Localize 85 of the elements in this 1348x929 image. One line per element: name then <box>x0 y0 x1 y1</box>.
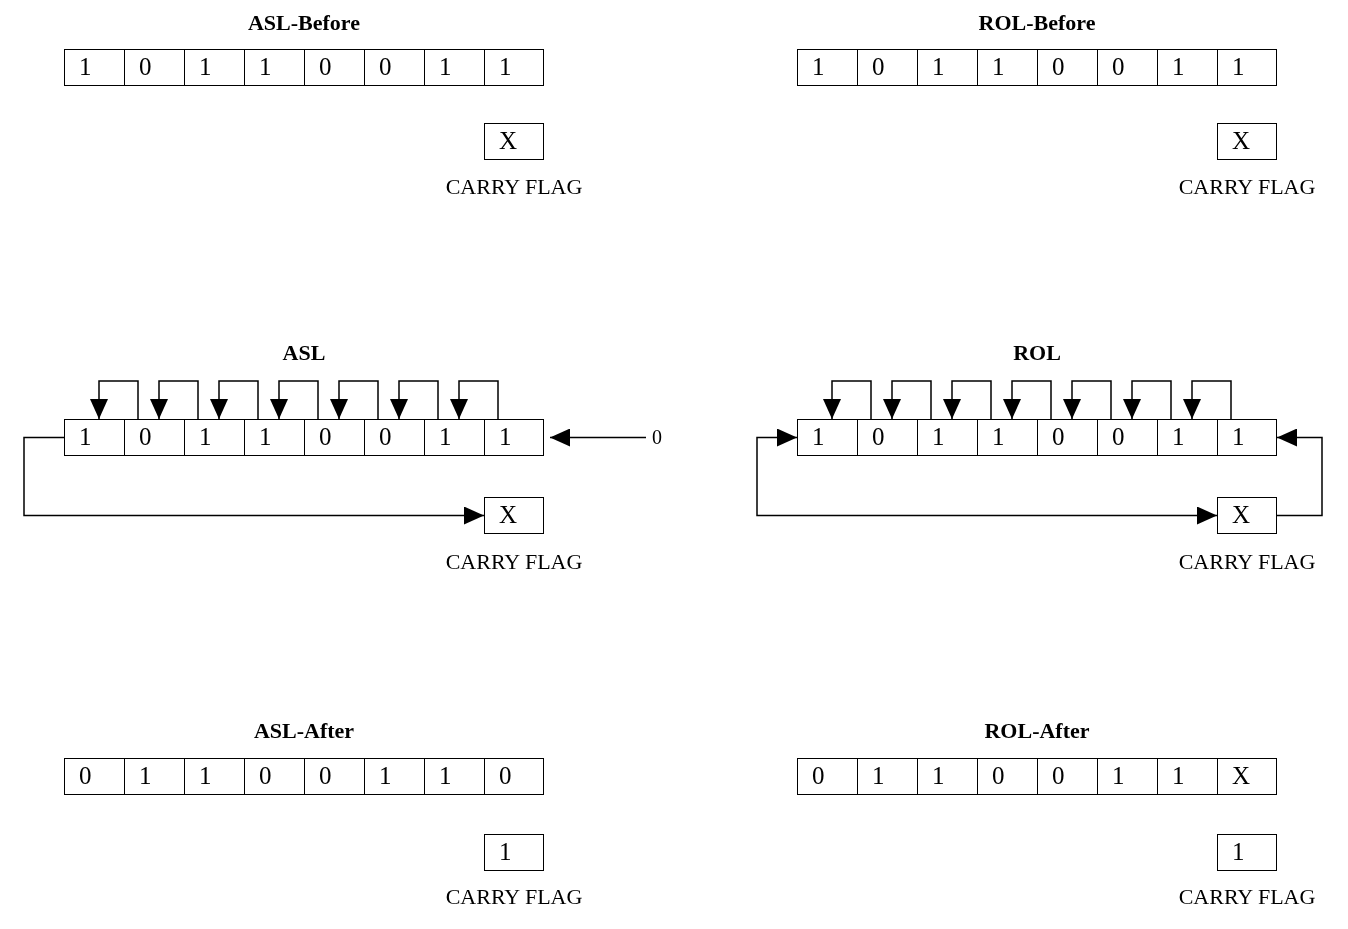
bit-cell: 1 <box>917 49 979 86</box>
bit-cell: 1 <box>424 758 486 795</box>
arrow <box>270 380 319 420</box>
bit-cell: 1 <box>484 49 544 86</box>
arrow <box>1003 380 1052 420</box>
bit-cell: 0 <box>364 49 426 86</box>
bit-cell: 0 <box>1097 419 1159 456</box>
bit-cell: 1 <box>1157 419 1219 456</box>
bit-cell: 0 <box>304 758 366 795</box>
carry-flag-box: X <box>484 123 544 160</box>
arrow <box>883 380 932 420</box>
flag-label: CARRY FLAG <box>445 174 583 200</box>
bit-cell: 1 <box>364 758 426 795</box>
bit-cell: X <box>1217 758 1277 795</box>
carry-flag-box: X <box>1217 497 1277 534</box>
flag-label: CARRY FLAG <box>1178 884 1316 910</box>
arrow <box>549 428 647 447</box>
bit-cell: 1 <box>424 49 486 86</box>
bit-cell: 1 <box>1157 49 1219 86</box>
bit-cell: 1 <box>1217 419 1277 456</box>
arrow <box>390 380 439 420</box>
arrow <box>1183 380 1232 420</box>
bit-cell: 0 <box>1037 419 1099 456</box>
input-value: 0 <box>652 426 662 449</box>
carry-flag-box: 1 <box>484 834 544 871</box>
arrow <box>823 380 872 420</box>
arrow <box>210 380 259 420</box>
bit-cell: 1 <box>64 419 126 456</box>
bit-cell: 0 <box>124 49 186 86</box>
arrow <box>330 380 379 420</box>
bit-cell: 1 <box>797 419 859 456</box>
bit-cell: 1 <box>1157 758 1219 795</box>
flag-label: CARRY FLAG <box>1178 549 1316 575</box>
flag-label: CARRY FLAG <box>445 549 583 575</box>
bit-cell: 0 <box>1037 49 1099 86</box>
bit-cell: 0 <box>124 419 186 456</box>
arrow <box>90 380 139 420</box>
arrow <box>23 436 485 525</box>
bit-cell: 0 <box>244 758 306 795</box>
flag-label: CARRY FLAG <box>445 884 583 910</box>
bit-cell: 1 <box>857 758 919 795</box>
bit-cell: 0 <box>797 758 859 795</box>
carry-flag-box: 1 <box>1217 834 1277 871</box>
bit-cell: 0 <box>364 419 426 456</box>
arrow <box>450 380 499 420</box>
bit-cell: 1 <box>244 419 306 456</box>
panel-heading: ASL <box>282 340 326 366</box>
bit-cell: 1 <box>184 419 246 456</box>
bit-cell: 1 <box>64 49 126 86</box>
bit-cell: 1 <box>1097 758 1159 795</box>
bit-cell: 0 <box>304 419 366 456</box>
panel-heading: ROL-After <box>984 718 1090 744</box>
bit-cell: 0 <box>304 49 366 86</box>
arrow <box>1276 428 1323 517</box>
bit-cell: 0 <box>1097 49 1159 86</box>
arrow <box>150 380 199 420</box>
flag-label: CARRY FLAG <box>1178 174 1316 200</box>
bit-cell: 1 <box>424 419 486 456</box>
bit-cell: 1 <box>797 49 859 86</box>
bit-cell: 0 <box>977 758 1039 795</box>
bit-cell: 1 <box>977 419 1039 456</box>
bit-cell: 0 <box>484 758 544 795</box>
bit-cell: 1 <box>484 419 544 456</box>
panel-heading: ROL <box>1013 340 1061 366</box>
bit-cell: 1 <box>184 49 246 86</box>
bit-cell: 0 <box>857 419 919 456</box>
arrow <box>1063 380 1112 420</box>
panel-heading: ASL-After <box>253 718 355 744</box>
bit-cell: 1 <box>124 758 186 795</box>
bit-cell: 1 <box>917 419 979 456</box>
carry-flag-box: X <box>484 497 544 534</box>
arrow <box>756 428 1218 525</box>
bit-cell: 0 <box>1037 758 1099 795</box>
panel-heading: ROL-Before <box>978 10 1096 36</box>
bit-cell: 1 <box>977 49 1039 86</box>
bit-cell: 0 <box>857 49 919 86</box>
bit-cell: 1 <box>917 758 979 795</box>
panel-heading: ASL-Before <box>248 10 360 36</box>
arrow <box>1123 380 1172 420</box>
bit-cell: 0 <box>64 758 126 795</box>
bit-cell: 1 <box>244 49 306 86</box>
bit-cell: 1 <box>184 758 246 795</box>
carry-flag-box: X <box>1217 123 1277 160</box>
arrow <box>943 380 992 420</box>
bit-cell: 1 <box>1217 49 1277 86</box>
